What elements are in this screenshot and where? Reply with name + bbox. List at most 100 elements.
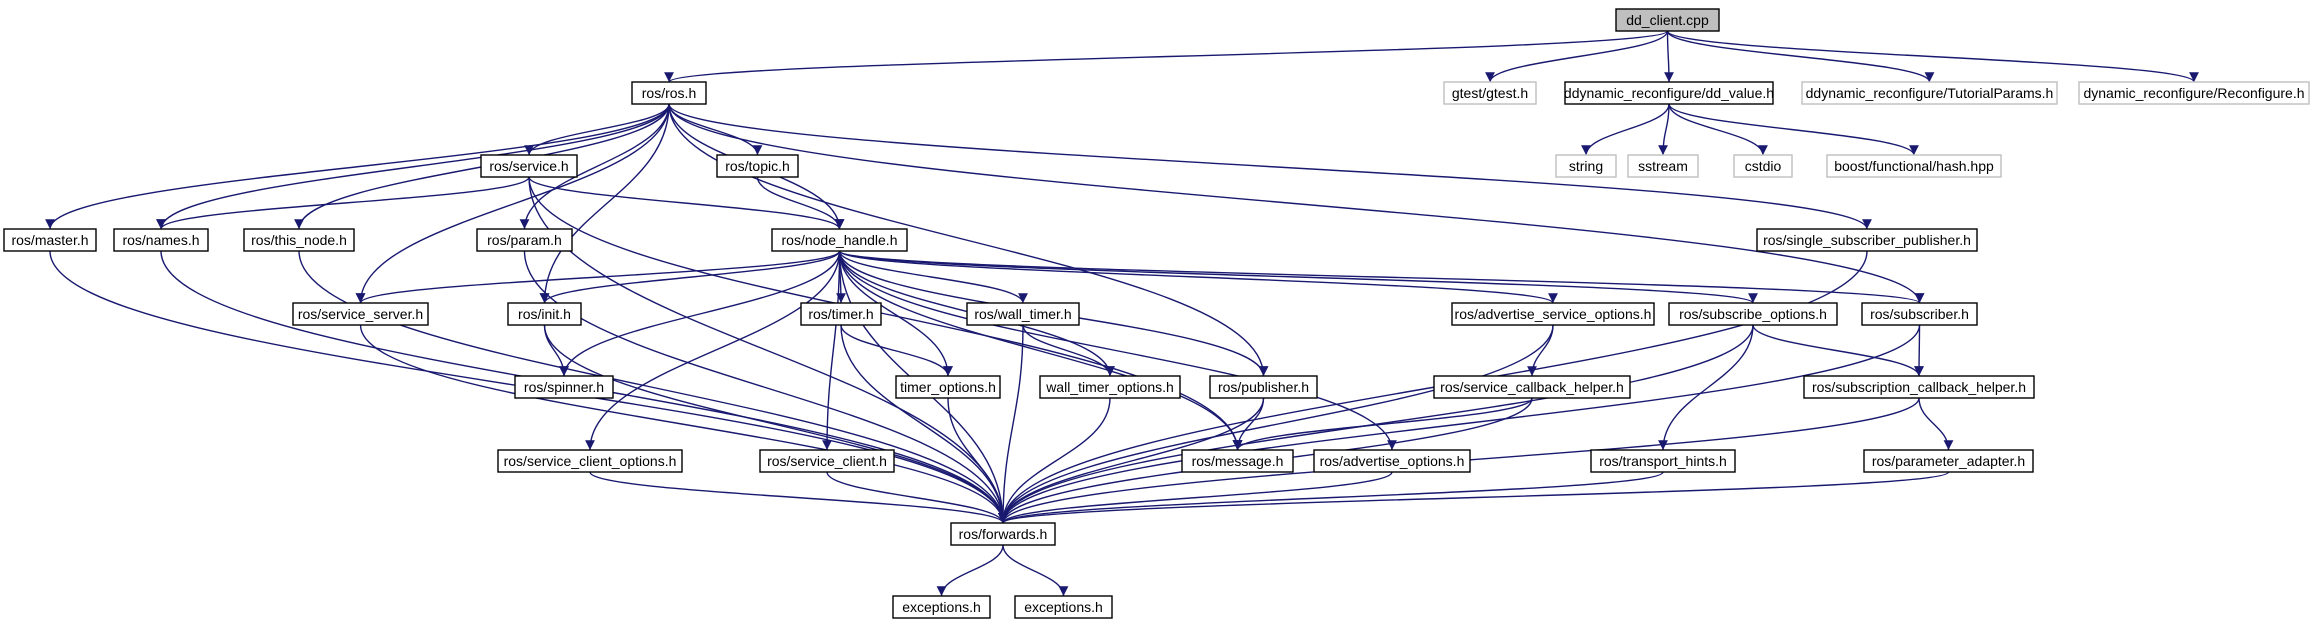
node-box xyxy=(1039,375,1181,399)
node-dd-client[interactable]: dd_client.cpp xyxy=(1615,8,1720,32)
node-node-handle[interactable]: ros/node_handle.h xyxy=(771,228,908,252)
node-label: ros/node_handle.h xyxy=(782,232,898,248)
node-string: string xyxy=(1555,154,1617,178)
edge-dd_value-to-cstdio xyxy=(1668,103,1768,156)
edge-node_handle-to-subscriber xyxy=(838,250,1924,304)
edge-forwards-to-exc2 xyxy=(1002,544,1069,597)
node-param[interactable]: ros/param.h xyxy=(476,228,573,252)
node-timer-options[interactable]: timer_options.h xyxy=(895,375,1001,399)
edge-node_handle-to-service_client xyxy=(822,250,841,451)
node-label: ros/advertise_options.h xyxy=(1320,453,1465,469)
node-box xyxy=(2078,81,2310,105)
node-topic[interactable]: ros/topic.h xyxy=(716,154,799,178)
node-label: sstream xyxy=(1638,158,1688,174)
edge-subscriber-to-subch xyxy=(1914,324,1924,377)
node-box xyxy=(1668,302,1838,326)
node-box xyxy=(1564,81,1774,105)
edge-init-to-forwards xyxy=(543,324,1008,524)
node-box xyxy=(476,228,573,252)
node-box xyxy=(292,302,429,326)
node-box xyxy=(631,81,707,105)
node-label: string xyxy=(1569,158,1603,174)
node-box xyxy=(771,228,908,252)
node-label: gtest/gtest.h xyxy=(1452,85,1528,101)
node-box xyxy=(497,449,683,473)
node-box xyxy=(716,154,799,178)
node-box xyxy=(759,449,895,473)
node-service[interactable]: ros/service.h xyxy=(480,154,578,178)
node-service-client[interactable]: ros/service_client.h xyxy=(759,449,895,473)
node-subscriber[interactable]: ros/subscriber.h xyxy=(1861,302,1978,326)
node-box xyxy=(514,375,614,399)
node-names[interactable]: ros/names.h xyxy=(113,228,209,252)
node-init[interactable]: ros/init.h xyxy=(507,302,582,326)
node-publisher[interactable]: ros/publisher.h xyxy=(1209,375,1318,399)
node-this-node[interactable]: ros/this_node.h xyxy=(243,228,355,252)
edge-timer-to-timer_options xyxy=(840,324,953,377)
node-sstream: sstream xyxy=(1627,154,1699,178)
node-box xyxy=(507,302,582,326)
node-label: ros/subscriber.h xyxy=(1870,306,1969,322)
node-service-server[interactable]: ros/service_server.h xyxy=(292,302,429,326)
node-forwards[interactable]: ros/forwards.h xyxy=(950,522,1056,546)
edge-dd_client-to-reconfigure xyxy=(1666,30,2199,83)
node-label: ros/names.h xyxy=(122,232,199,248)
node-sco[interactable]: ros/service_client_options.h xyxy=(497,449,683,473)
node-label: ddynamic_reconfigure/dd_value.h xyxy=(1564,85,1774,101)
node-label: exceptions.h xyxy=(902,599,981,615)
node-param-adapter[interactable]: ros/parameter_adapter.h xyxy=(1863,449,2034,473)
node-ssp[interactable]: ros/single_subscriber_publisher.h xyxy=(1756,228,1978,252)
node-wall-timer-options[interactable]: wall_timer_options.h xyxy=(1039,375,1181,399)
node-ros-ros[interactable]: ros/ros.h xyxy=(631,81,707,105)
node-box xyxy=(1443,81,1537,105)
edge-forwards-to-exc1 xyxy=(936,544,1004,597)
edge-ros_ros-to-param xyxy=(519,103,670,230)
edge-ros_ros-to-subscriber xyxy=(668,103,1925,304)
node-exc2[interactable]: exceptions.h xyxy=(1014,595,1113,619)
node-box xyxy=(1756,228,1978,252)
edge-node_handle-to-message xyxy=(838,250,1243,451)
edge-node_handle-to-sub_opts xyxy=(838,250,1758,304)
node-box xyxy=(1803,375,2035,399)
node-ao[interactable]: ros/advertise_options.h xyxy=(1313,449,1471,473)
node-label: exceptions.h xyxy=(1024,599,1103,615)
node-transport-hints[interactable]: ros/transport_hints.h xyxy=(1590,449,1736,473)
node-box xyxy=(1615,8,1720,32)
node-master[interactable]: ros/master.h xyxy=(3,228,97,252)
node-subch[interactable]: ros/subscription_callback_helper.h xyxy=(1803,375,2035,399)
edge-wall_timer-to-wall_timer_options xyxy=(1022,324,1115,377)
node-aso[interactable]: ros/advertise_service_options.h xyxy=(1451,302,1655,326)
node-wall-timer[interactable]: ros/wall_timer.h xyxy=(966,302,1080,326)
node-box xyxy=(1451,302,1655,326)
node-message[interactable]: ros/message.h xyxy=(1181,449,1294,473)
node-label: ros/this_node.h xyxy=(251,232,347,248)
node-label: ros/publisher.h xyxy=(1218,379,1309,395)
node-dd-value[interactable]: ddynamic_reconfigure/dd_value.h xyxy=(1564,81,1774,105)
edge-node_handle-to-timer_options xyxy=(838,250,953,377)
node-label: boost/functional/hash.hpp xyxy=(1834,158,1994,174)
edge-node_handle-to-service_server xyxy=(355,250,841,304)
edge-dd_value-to-sstream xyxy=(1658,103,1670,156)
edge-dd_value-to-string xyxy=(1581,103,1670,156)
node-sub-opts[interactable]: ros/subscribe_options.h xyxy=(1668,302,1838,326)
node-label: ros/parameter_adapter.h xyxy=(1872,453,2025,469)
node-box xyxy=(1313,449,1471,473)
node-box xyxy=(1733,154,1793,178)
node-label: wall_timer_options.h xyxy=(1045,379,1174,395)
node-gtest: gtest/gtest.h xyxy=(1443,81,1537,105)
edge-dd_client-to-ros_ros xyxy=(664,30,1669,83)
edge-service-to-names xyxy=(156,176,530,230)
node-label: timer_options.h xyxy=(900,379,996,395)
node-spinner[interactable]: ros/spinner.h xyxy=(514,375,614,399)
node-timer[interactable]: ros/timer.h xyxy=(800,302,882,326)
node-sch[interactable]: ros/service_callback_helper.h xyxy=(1433,375,1631,399)
node-label: ros/param.h xyxy=(487,232,562,248)
node-label: ros/service_client_options.h xyxy=(504,453,677,469)
node-exc1[interactable]: exceptions.h xyxy=(892,595,991,619)
node-label: ros/message.h xyxy=(1192,453,1284,469)
edge-ros_ros-to-init xyxy=(539,103,670,304)
edge-topic-to-node_handle xyxy=(756,176,845,230)
node-box xyxy=(950,522,1056,546)
node-label: ros/spinner.h xyxy=(524,379,604,395)
edge-node_handle-to-init xyxy=(539,250,841,304)
